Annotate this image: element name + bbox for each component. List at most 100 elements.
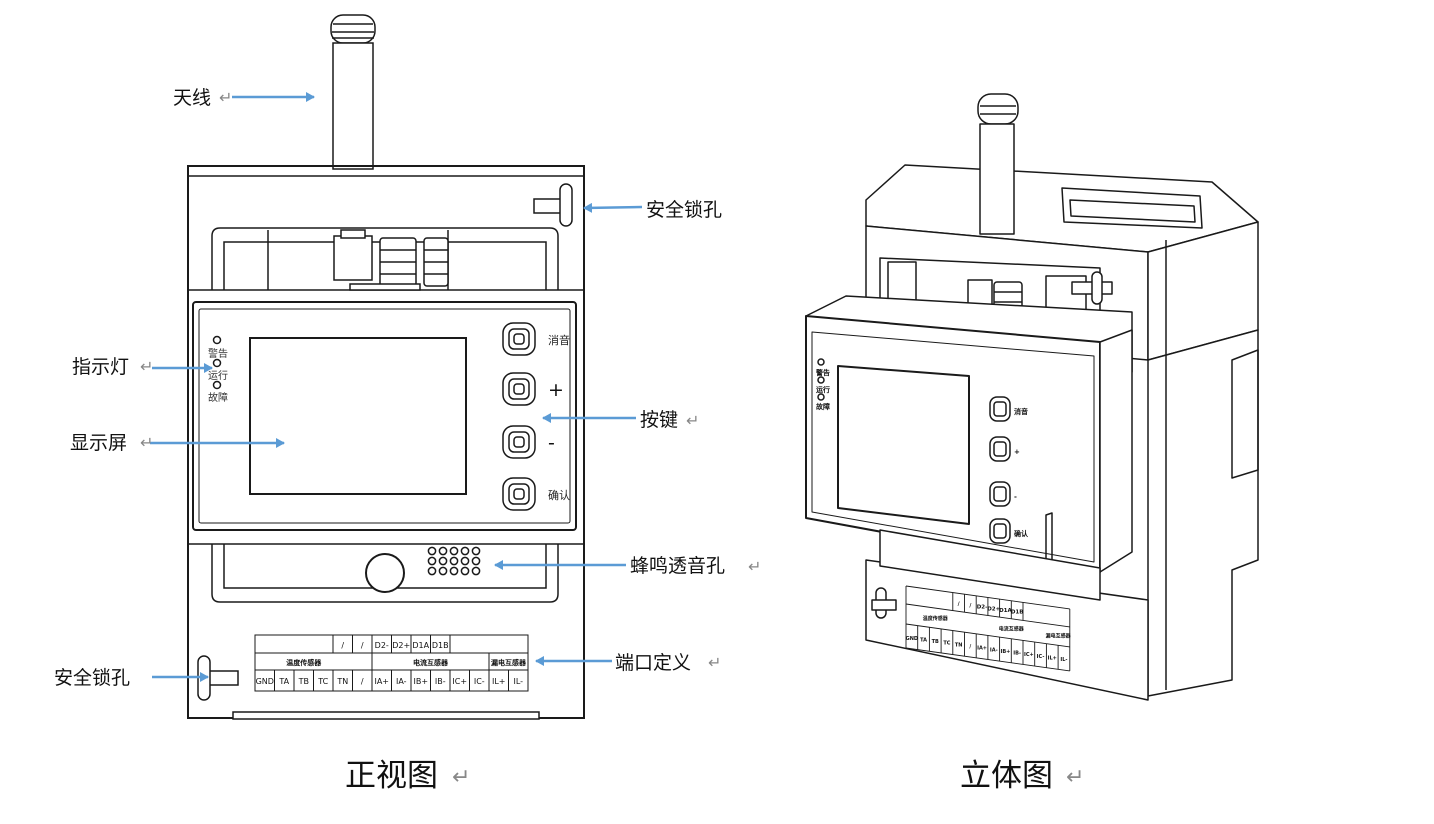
buzzer-holes	[427, 546, 481, 576]
terminal-label: /	[341, 641, 344, 650]
label-indicator-lights: 指示灯	[72, 356, 129, 378]
buzzer-hole	[438, 546, 448, 556]
terminal-label: /	[361, 677, 364, 686]
label-buttons: 按键	[640, 409, 678, 431]
iso-terminal-label: IL-	[1060, 657, 1067, 663]
iso-antenna	[977, 93, 1019, 235]
front-panel	[192, 301, 577, 531]
iso-led-label: 警告	[816, 368, 830, 377]
iso-terminal-label: TB	[932, 639, 939, 645]
terminal-label: IC-	[474, 677, 485, 686]
key-button	[502, 372, 536, 406]
iso-front-panel	[805, 295, 1133, 573]
terminal-label: TA	[278, 677, 289, 686]
key-button	[502, 425, 536, 459]
iso-terminal-label: /	[969, 603, 972, 609]
terminal-label: IL-	[513, 677, 523, 686]
para-mark: ↵	[708, 653, 721, 672]
label-lock-bottom: 安全锁孔	[54, 667, 130, 689]
iso-terminal-label: TN	[955, 642, 963, 648]
iso-terminal-label: D1A	[999, 608, 1012, 614]
terminal-label: D1B	[432, 641, 449, 650]
iso-terminal-group: 电流互感器	[999, 626, 1025, 633]
iso-key-label: +	[1014, 448, 1020, 456]
key-button	[502, 322, 536, 356]
terminal-label: IA+	[374, 677, 389, 686]
iso-terminal-label: D1B	[1011, 610, 1024, 616]
key-label: 确认	[548, 489, 570, 502]
buzzer-hole	[427, 556, 437, 566]
para-mark: ↵	[219, 88, 232, 107]
iso-terminal-label: D2+	[987, 606, 1000, 612]
label-display: 显示屏	[70, 432, 127, 454]
iso-lock-top	[1071, 271, 1113, 305]
iso-terminal-label: D2-	[977, 605, 988, 611]
key-label: 消音	[548, 333, 570, 347]
arrow-lock-top	[583, 202, 643, 213]
iso-terminal-label: TA	[920, 637, 927, 643]
iso-terminal-label: /	[969, 644, 971, 650]
terminal-label: /	[361, 641, 364, 650]
buzzer-hole	[460, 566, 470, 576]
para-mark: ↵	[452, 765, 470, 790]
iso-key-label: 确认	[1014, 529, 1029, 538]
terminal-group: 温度传感器	[286, 658, 322, 667]
top-bracket	[188, 227, 584, 291]
caption-iso-view: 立体图	[960, 758, 1053, 794]
callout-arrows	[150, 92, 643, 682]
terminal-label: TB	[298, 677, 309, 686]
buzzer-button	[365, 553, 405, 593]
iso-terminal-label: IC-	[1037, 654, 1045, 660]
buzzer-hole	[460, 546, 470, 556]
indicator-leds	[212, 335, 222, 390]
iso-terminal-label: GND	[906, 636, 918, 642]
lock-hole-bottom	[197, 655, 239, 701]
iso-key-button	[989, 481, 1011, 507]
para-mark: ↵	[140, 357, 153, 376]
para-mark: ↵	[686, 411, 699, 430]
label-antenna: 天线	[173, 87, 211, 109]
buzzer-hole	[427, 566, 437, 576]
iso-terminal-label: IL+	[1048, 655, 1057, 661]
iso-side	[1147, 240, 1259, 697]
buzzer-hole	[460, 556, 470, 566]
key-label: +	[548, 379, 564, 401]
buzzer-hole	[471, 546, 481, 556]
buzzer-hole	[438, 566, 448, 576]
label-lock-top: 安全锁孔	[646, 199, 722, 221]
buzzer-hole	[449, 546, 459, 556]
iso-key-button	[989, 518, 1011, 544]
iso-led-label: 故障	[816, 402, 830, 411]
terminal-label: D2+	[392, 641, 410, 650]
buzzer-hole	[438, 556, 448, 566]
caption-front-view: 正视图	[345, 758, 438, 794]
iso-display-screen	[837, 365, 970, 525]
iso-key-button	[989, 396, 1011, 422]
iso-terminal-group: 漏电互感器	[1046, 632, 1072, 639]
led-label: 运行	[208, 369, 228, 382]
iso-button-labels: 消音+-确认	[1014, 407, 1029, 538]
iso-terminal-label: /	[958, 601, 961, 607]
label-port-definition: 端口定义	[615, 652, 691, 674]
terminal-group: 电流互感器	[413, 658, 449, 667]
iso-terminal-label: IB+	[1001, 649, 1011, 655]
terminal-label: D1A	[412, 641, 429, 650]
iso-terminal-label: IC+	[1024, 652, 1034, 658]
iso-terminal-label: TC	[943, 641, 950, 647]
led-label: 故障	[208, 391, 228, 404]
iso-key-label: 消音	[1014, 407, 1028, 416]
terminal-group: 漏电互感器	[491, 658, 527, 667]
iso-terminal-group: 温度传感器	[923, 615, 949, 622]
terminal-label: IL+	[492, 677, 506, 686]
iso-key-button	[989, 436, 1011, 462]
terminal-label: IC+	[452, 677, 467, 686]
terminal-label: IB+	[413, 677, 428, 686]
buzzer-hole	[471, 556, 481, 566]
